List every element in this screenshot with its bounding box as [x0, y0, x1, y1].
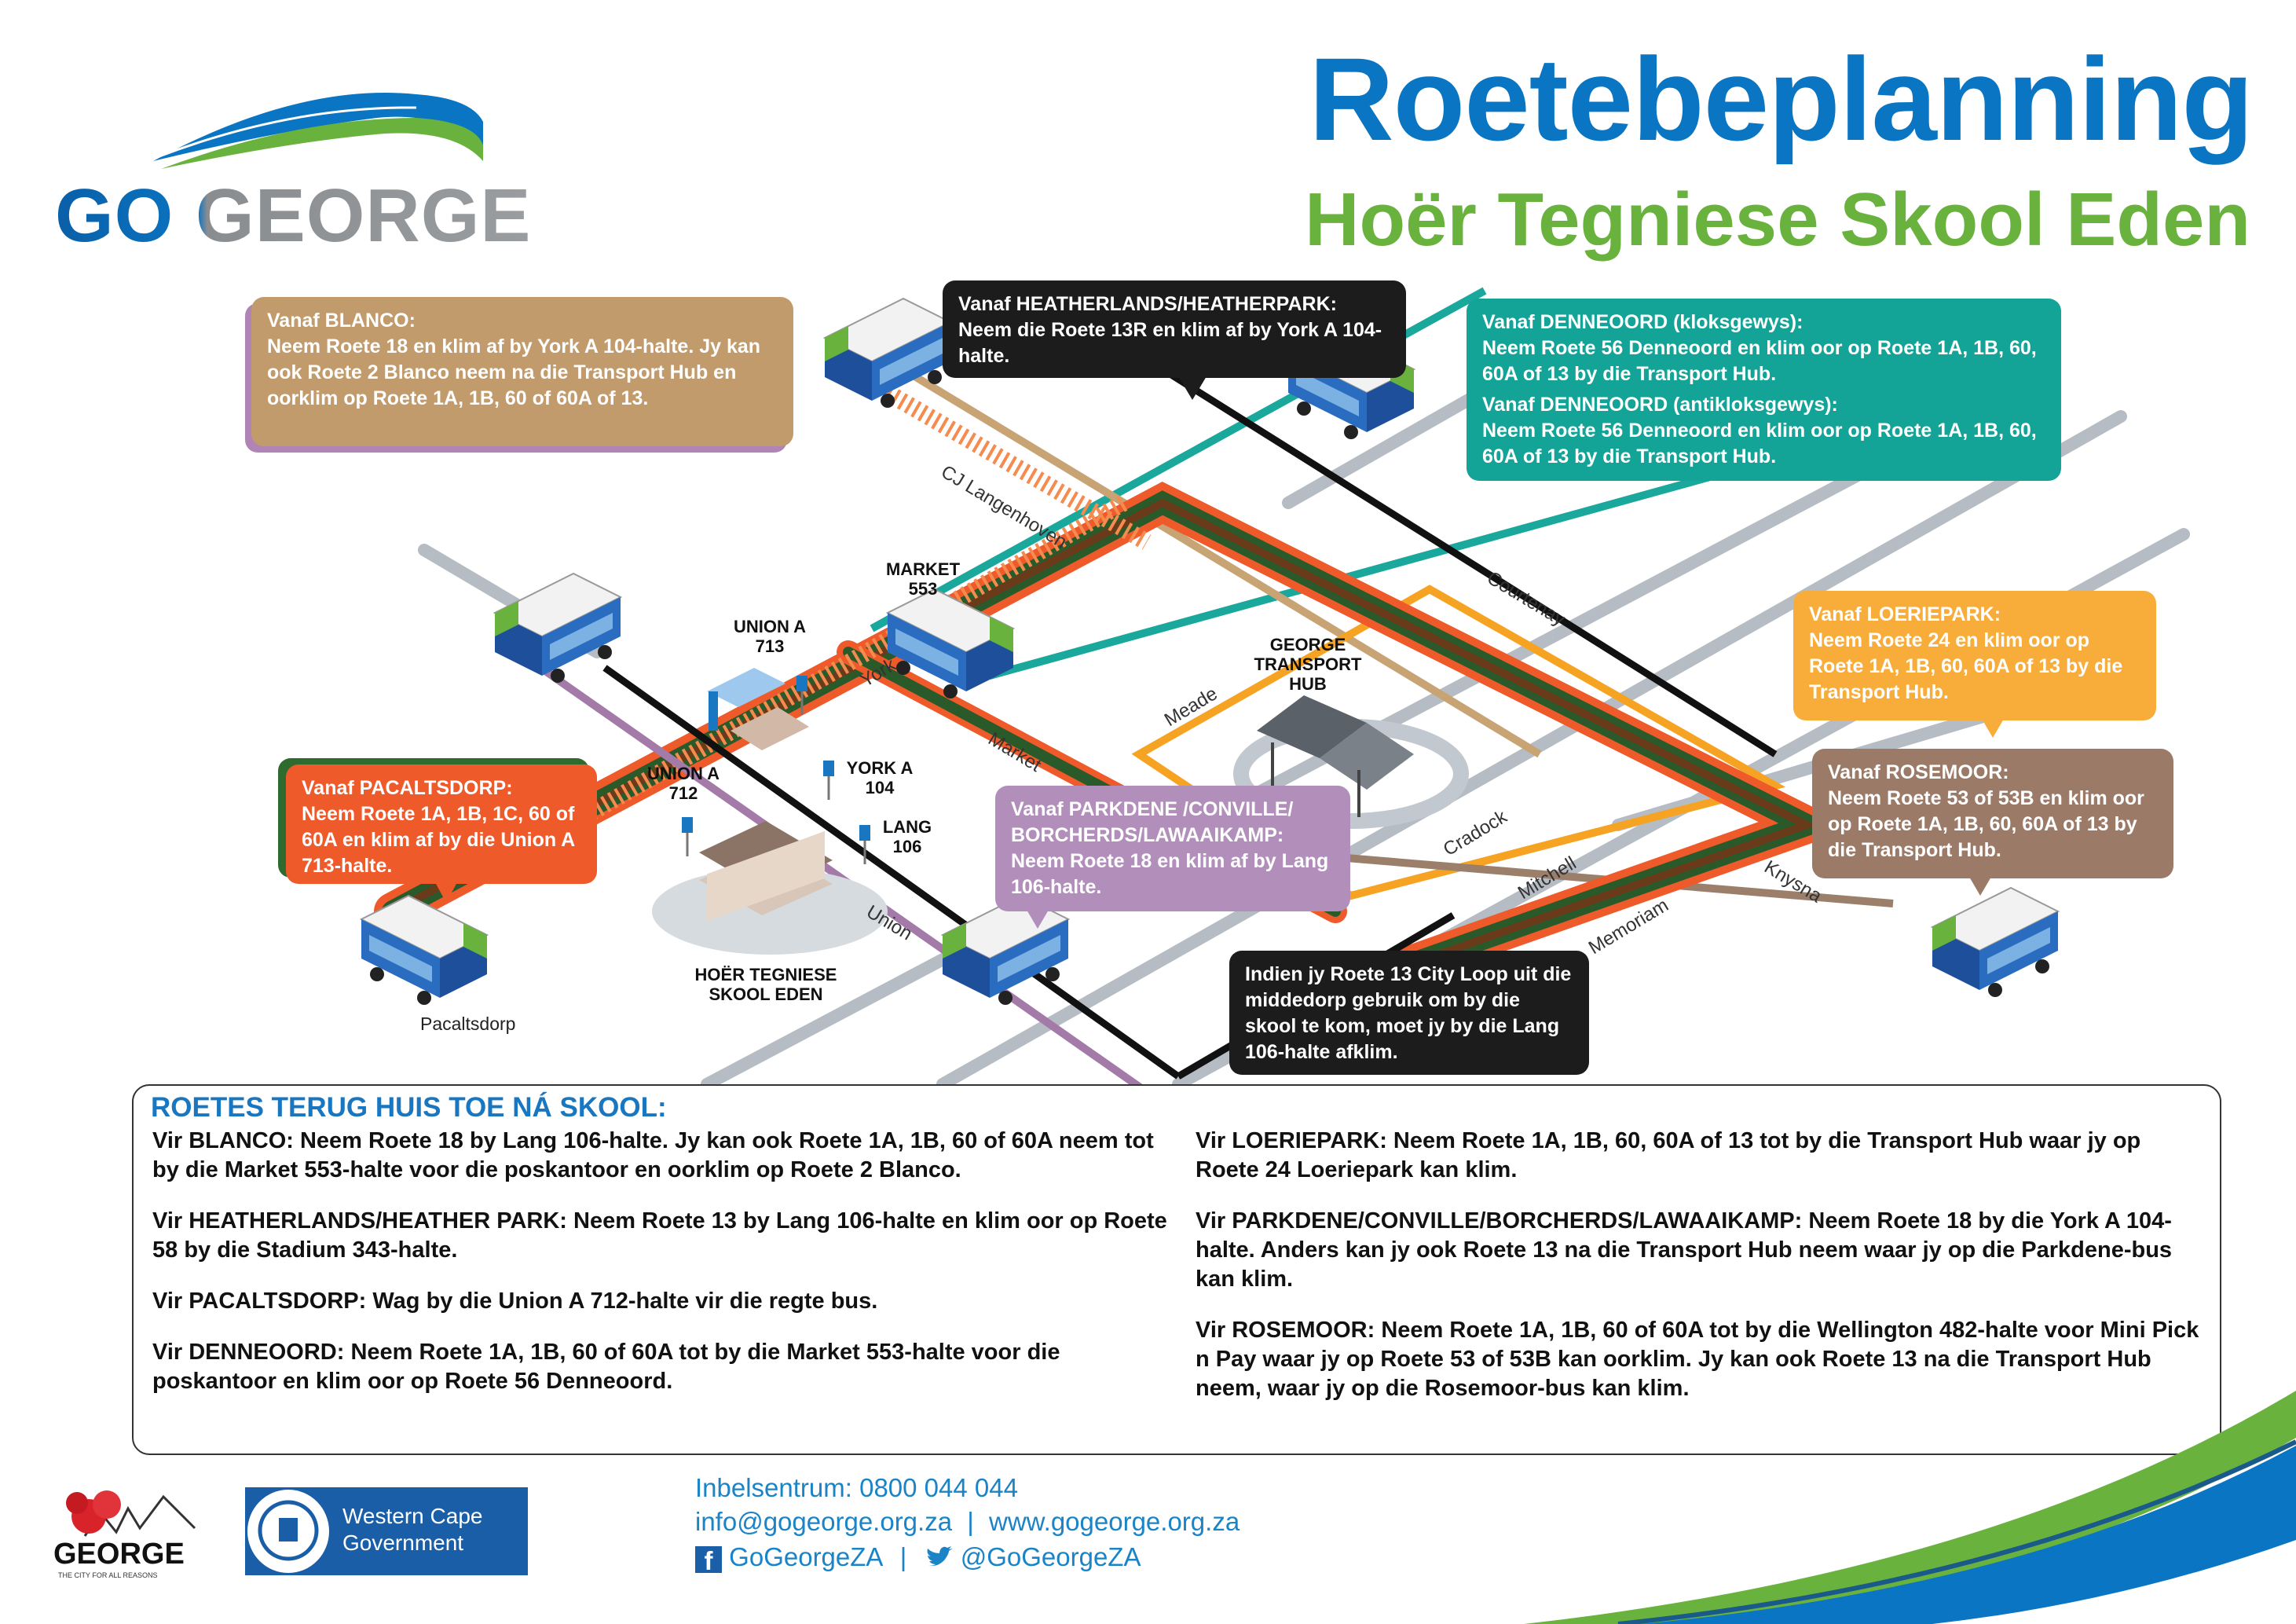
- callout-loeriepark: Vanaf LOERIEPARK: Neem Roete 24 en klim …: [1793, 591, 2156, 738]
- bus-icon: [822, 297, 953, 408]
- protea-flower-icon: [66, 1490, 196, 1537]
- separator: |: [899, 1542, 907, 1571]
- separator: |: [967, 1507, 974, 1536]
- coat-of-arms-icon: [245, 1487, 331, 1575]
- return-routes-right: Vir LOERIEPARK: Neem Roete 1A, 1B, 60, 6…: [1196, 1127, 2209, 1425]
- school-label: HOËR TEGNIESE SKOOL EDEN: [694, 965, 837, 1004]
- callout-denneoord-body1: Neem Roete 56 Denneoord en klim oor op R…: [1482, 337, 2037, 385]
- brand-name: GO GEORGE: [55, 174, 532, 258]
- contact-line: info@gogeorge.org.za | www.gogeorge.org.…: [695, 1507, 1240, 1537]
- callout-denneoord-head2: Vanaf DENNEOORD (antikloksgewys):: [1482, 394, 1838, 416]
- callout-heatherlands-head: Vanaf HEATHERLANDS/HEATHERPARK:: [958, 293, 1337, 315]
- callout-pacaltsdorp-body: Neem Roete 1A, 1B, 1C, 60 of 60A en klim…: [302, 803, 575, 877]
- callout-denneoord-head1: Vanaf DENNEOORD (kloksgewys):: [1482, 311, 1803, 333]
- website-link[interactable]: www.gogeorge.org.za: [988, 1507, 1240, 1536]
- callout-rosemoor-head: Vanaf ROSEMOOR:: [1828, 761, 2009, 783]
- bus-shelter-icon: [707, 668, 809, 750]
- callout-parkdene-head: Vanaf PARKDENE /CONVILLE/ BORCHERDS/LAWA…: [1011, 798, 1294, 846]
- social-line: f GoGeorgeZA | @GoGeorgeZA: [695, 1542, 1141, 1575]
- callout-loeriepark-body: Neem Roete 24 en klim oor op Roete 1A, 1…: [1809, 629, 2123, 703]
- callout-heatherlands-body: Neem die Roete 13R en klim af by York A …: [958, 319, 1382, 367]
- footer-swoosh-icon: [1524, 1391, 2296, 1624]
- callout-parkdene-body: Neem Roete 18 en klim af by Lang 106-hal…: [1011, 850, 1329, 898]
- facebook-link[interactable]: GoGeorgeZA: [729, 1542, 882, 1571]
- bus-icon: [885, 588, 1016, 698]
- callout-heatherlands: Vanaf HEATHERLANDS/HEATHERPARK: Neem die…: [943, 280, 1406, 400]
- callout-rosemoor-body: Neem Roete 53 of 53B en klim oor op Roet…: [1828, 787, 2144, 861]
- call-centre: Inbelsentrum: 0800 044 044: [695, 1473, 1018, 1502]
- stop-york-a-104: YORK A 104: [846, 758, 914, 797]
- return-blanco: Vir BLANCO: Neem Roete 18 by Lang 106-ha…: [152, 1128, 1154, 1182]
- return-loeriepark: Vir LOERIEPARK: Neem Roete 1A, 1B, 60, 6…: [1196, 1128, 2141, 1182]
- bus-icon: [493, 572, 623, 683]
- george-logo-text: GEORGE: [53, 1538, 185, 1571]
- callout-blanco-body: Neem Roete 18 en klim af by York A 104-h…: [267, 335, 761, 409]
- twitter-link[interactable]: @GoGeorgeZA: [960, 1542, 1141, 1571]
- western-cape-gov-logo: Western Cape Government: [245, 1487, 528, 1575]
- transport-hub-label: GEORGE TRANSPORT HUB: [1254, 635, 1362, 694]
- email-link[interactable]: info@gogeorge.org.za: [695, 1507, 953, 1536]
- route-map: [359, 287, 2190, 1096]
- western-cape-gov-text: Western Cape Government: [342, 1504, 483, 1555]
- page-subtitle: Hoër Tegniese Skool Eden: [1305, 178, 2250, 262]
- stop-union-a-712: UNION A 712: [646, 764, 720, 803]
- stop-lang-106: LANG 106: [882, 817, 932, 856]
- return-routes-panel: ROETES TERUG HUIS TOE NÁ SKOOL: Vir BLAN…: [132, 1084, 2221, 1455]
- page-title: Roetebeplanning: [1309, 33, 2254, 165]
- george-municipality-logo: GEORGE THE CITY FOR ALL REASONS: [53, 1481, 211, 1583]
- callout-cityloop-body: Indien jy Roete 13 City Loop uit die mid…: [1245, 963, 1572, 1063]
- callout-cityloop: Indien jy Roete 13 City Loop uit die mid…: [1229, 951, 1589, 1075]
- stop-market-553: MARKET 553: [885, 559, 961, 599]
- callout-loeriepark-head: Vanaf LOERIEPARK:: [1809, 603, 2001, 625]
- callout-blanco-head: Vanaf BLANCO:: [267, 310, 416, 332]
- callout-parkdene: Vanaf PARKDENE /CONVILLE/ BORCHERDS/LAWA…: [995, 786, 1350, 929]
- twitter-icon: [926, 1546, 953, 1567]
- callout-blanco: Vanaf BLANCO: Neem Roete 18 en klim af b…: [251, 297, 793, 446]
- callout-pacaltsdorp-head: Vanaf PACALTSDORP:: [302, 777, 513, 799]
- transport-hub-icon: [1233, 695, 1469, 829]
- return-pacaltsdorp: Vir PACALTSDORP: Wag by die Union A 712-…: [152, 1289, 878, 1314]
- school-building-icon: [652, 821, 888, 955]
- george-tagline: THE CITY FOR ALL REASONS: [58, 1571, 158, 1579]
- go-george-logo: GO GEORGE: [47, 43, 550, 263]
- return-heatherlands: Vir HEATHERLANDS/HEATHER PARK: Neem Roet…: [152, 1208, 1167, 1263]
- place-pacaltsdorp: Pacaltsdorp: [420, 1014, 516, 1034]
- callout-denneoord-body2: Neem Roete 56 Denneoord en klim oor op R…: [1482, 420, 2037, 467]
- stop-union-a-713: UNION A 713: [733, 617, 807, 656]
- callout-pacaltsdorp: Vanaf PACALTSDORP: Neem Roete 1A, 1B, 1C…: [286, 764, 597, 903]
- return-denneoord: Vir DENNEOORD: Neem Roete 1A, 1B, 60 of …: [152, 1340, 1060, 1394]
- bus-icon: [1930, 886, 2060, 997]
- callout-rosemoor: Vanaf ROSEMOOR: Neem Roete 53 of 53B en …: [1812, 749, 2173, 896]
- return-rosemoor: Vir ROSEMOOR: Neem Roete 1A, 1B, 60 of 6…: [1196, 1318, 2199, 1401]
- logo-swoosh-icon: [153, 93, 483, 169]
- return-parkdene: Vir PARKDENE/CONVILLE/BORCHERDS/LAWAAIKA…: [1196, 1208, 2173, 1292]
- facebook-icon: f: [695, 1546, 722, 1575]
- return-routes-left: Vir BLANCO: Neem Roete 18 by Lang 106-ha…: [152, 1127, 1181, 1418]
- callout-denneoord: Vanaf DENNEOORD (kloksgewys): Neem Roete…: [1467, 299, 2061, 481]
- return-routes-heading: ROETES TERUG HUIS TOE NÁ SKOOL:: [151, 1092, 667, 1123]
- bus-icon: [359, 894, 489, 1005]
